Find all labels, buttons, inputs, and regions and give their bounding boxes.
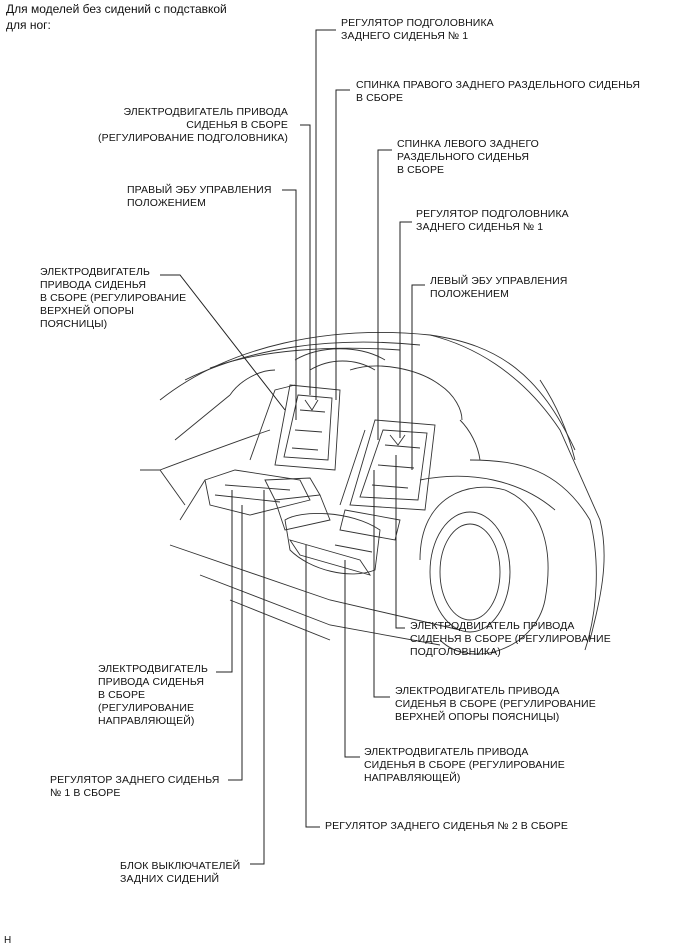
label-headrest-adjuster-rear-1-right: РЕГУЛЯТОР ПОДГОЛОВНИКА ЗАДНЕГО СИДЕНЬЯ №…: [416, 208, 569, 233]
label-motor-guide-left: ЭЛЕКТРОДВИГАТЕЛЬ ПРИВОДА СИДЕНЬЯ В СБОРЕ…: [98, 663, 208, 727]
label-rear-seat-switch-block: БЛОК ВЫКЛЮЧАТЕЛЕЙ ЗАДНИХ СИДЕНИЙ: [120, 860, 241, 885]
label-motor-headrest-top: ЭЛЕКТРОДВИГАТЕЛЬ ПРИВОДА СИДЕНЬЯ В СБОРЕ…: [98, 106, 288, 144]
label-headrest-adjuster-rear-1-top: РЕГУЛЯТОР ПОДГОЛОВНИКА ЗАДНЕГО СИДЕНЬЯ №…: [341, 17, 494, 42]
label-motor-headrest-bottom: ЭЛЕКТРОДВИГАТЕЛЬ ПРИВОДА СИДЕНЬЯ В СБОРЕ…: [410, 620, 611, 658]
label-left-position-ecu: ЛЕВЫЙ ЭБУ УПРАВЛЕНИЯ ПОЛОЖЕНИЕМ: [430, 275, 568, 300]
label-right-position-ecu: ПРАВЫЙ ЭБУ УПРАВЛЕНИЯ ПОЛОЖЕНИЕМ: [127, 184, 272, 209]
label-right-rear-split-seatback: СПИНКА ПРАВОГО ЗАДНЕГО РАЗДЕЛЬНОГО СИДЕН…: [356, 79, 641, 104]
label-left-rear-split-seatback: СПИНКА ЛЕВОГО ЗАДНЕГО РАЗДЕЛЬНОГО СИДЕНЬ…: [397, 138, 539, 176]
figure-code: H: [4, 935, 12, 946]
label-motor-upper-lumbar-bottom: ЭЛЕКТРОДВИГАТЕЛЬ ПРИВОДА СИДЕНЬЯ В СБОРЕ…: [395, 685, 596, 723]
label-motor-upper-lumbar-left: ЭЛЕКТРОДВИГАТЕЛЬ ПРИВОДА СИДЕНЬЯ В СБОРЕ…: [40, 266, 187, 330]
model-note: Для моделей без сидений с подставкой для…: [6, 2, 227, 32]
label-rear-seat-adjuster-2: РЕГУЛЯТОР ЗАДНЕГО СИДЕНЬЯ № 2 В СБОРЕ: [325, 820, 568, 832]
car-body-outline: [140, 332, 605, 655]
label-rear-seat-adjuster-1: РЕГУЛЯТОР ЗАДНЕГО СИДЕНЬЯ № 1 В СБОРЕ: [50, 774, 220, 799]
leader-lines: [160, 29, 425, 865]
label-motor-guide-bottom: ЭЛЕКТРОДВИГАТЕЛЬ ПРИВОДА СИДЕНЬЯ В СБОРЕ…: [364, 746, 565, 784]
